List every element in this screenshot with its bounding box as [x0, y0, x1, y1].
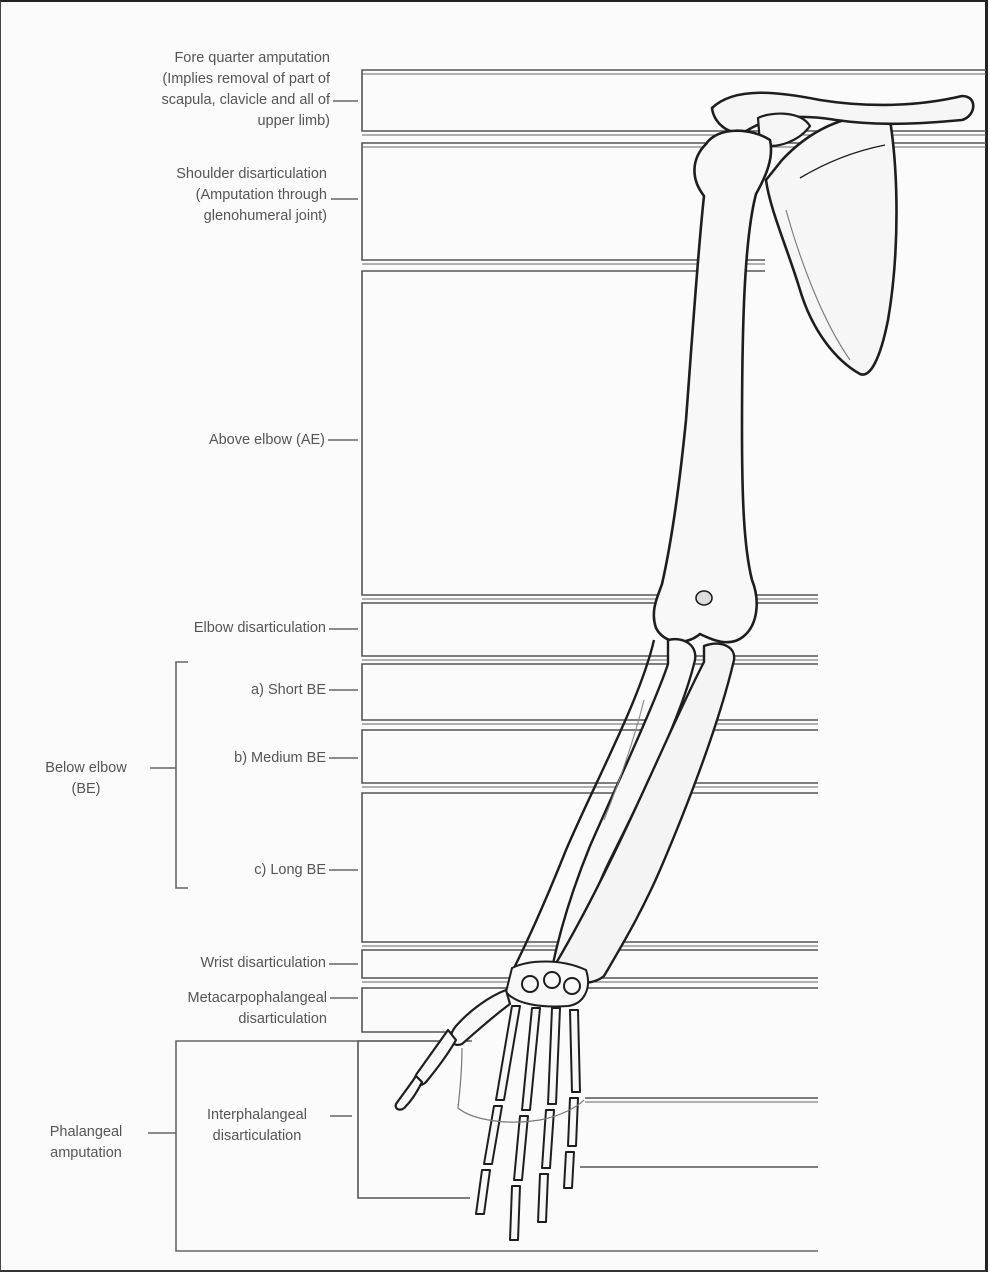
wrist-disarticulation-label: Wrist disarticulation — [80, 953, 326, 974]
leader-ticks — [328, 101, 358, 1116]
fore-quarter-label: Fore quarter amputation (Implies removal… — [40, 48, 330, 132]
below-elbow-label: Below elbow (BE) — [28, 758, 144, 800]
thumb-bones — [396, 990, 510, 1110]
phalangeal-amputation-label: Phalangeal amputation — [24, 1122, 148, 1164]
fore-quarter-line-4: upper limb) — [40, 111, 330, 132]
finger-bones — [476, 1006, 580, 1240]
interphalangeal-band — [358, 1041, 470, 1198]
below-elbow-line-2: (BE) — [28, 779, 144, 800]
short-be-band — [362, 664, 818, 720]
shoulder-line-1: Shoulder disarticulation — [40, 164, 327, 185]
interphalangeal-label: Interphalangeal disarticulation — [182, 1105, 332, 1147]
shoulder-line-3: glenohumeral joint) — [40, 206, 327, 227]
phalangeal-line-1: Phalangeal — [24, 1122, 148, 1143]
below-elbow-line-1: Below elbow — [28, 758, 144, 779]
fore-quarter-line-3: scapula, clavicle and all of — [40, 90, 330, 111]
phalangeal-line-2: amputation — [24, 1143, 148, 1164]
medium-be-band — [362, 730, 818, 783]
humerus-bone — [654, 131, 771, 642]
elbow-disarticulation-label: Elbow disarticulation — [80, 618, 326, 639]
radius-bone — [552, 644, 734, 983]
above-elbow-label: Above elbow (AE) — [80, 430, 325, 451]
medium-be-label: b) Medium BE — [186, 748, 326, 769]
metacarpo-line-2: disarticulation — [80, 1009, 327, 1030]
metacarpo-line-1: Metacarpophalangeal — [80, 988, 327, 1009]
metacarpo-band — [362, 988, 818, 1032]
long-be-label: c) Long BE — [186, 860, 326, 881]
metacarpophalangeal-label: Metacarpophalangeal disarticulation — [80, 988, 327, 1030]
interphalangeal-line-1: Interphalangeal — [182, 1105, 332, 1126]
short-be-label: a) Short BE — [186, 680, 326, 701]
hand-outline — [458, 1048, 584, 1122]
fore-quarter-line-1: Fore quarter amputation — [40, 48, 330, 69]
below-elbow-bracket — [150, 662, 188, 888]
carpal-bones — [506, 962, 588, 1007]
scapula-bone — [766, 116, 897, 374]
above-elbow-band — [362, 271, 818, 595]
shoulder-label: Shoulder disarticulation (Amputation thr… — [40, 164, 327, 227]
shoulder-line-2: (Amputation through — [40, 185, 327, 206]
fore-quarter-line-2: (Implies removal of part of — [40, 69, 330, 90]
interphalangeal-line-2: disarticulation — [182, 1126, 332, 1147]
